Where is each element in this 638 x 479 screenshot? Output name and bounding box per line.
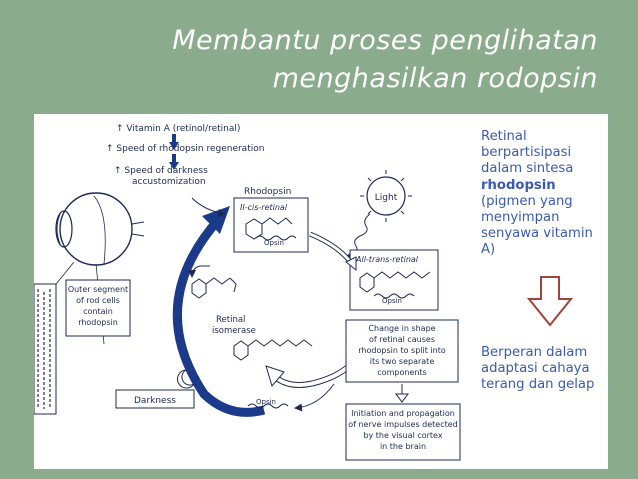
outer-segment-box <box>65 279 131 337</box>
init-line-3: by the visual cortex <box>363 431 442 440</box>
isomerase-molecule-structure <box>191 277 237 299</box>
down-arrow-1-head <box>169 142 179 150</box>
title-line-1: Membantu proses penglihatan <box>172 25 598 56</box>
initiation-box <box>345 403 461 461</box>
rhodopsin-molecule-structure <box>245 217 297 241</box>
change-line-1: Change in shape <box>368 324 435 333</box>
diagram-panel: ↑ Vitamin A (retinol/retinal) ↑ Speed of… <box>33 114 608 469</box>
down-arrow-initiation <box>395 384 409 403</box>
all-trans-retinal-label: All-trans-retinal <box>355 255 419 264</box>
opsin-bottom-structure <box>247 403 289 409</box>
down-arrow-icon <box>527 276 573 327</box>
outer-segment-line-4: rhodopsin <box>78 318 118 327</box>
visual-cycle-diagram: ↑ Vitamin A (retinol/retinal) ↑ Speed of… <box>33 124 461 461</box>
blue-cycle-arrow <box>172 216 266 417</box>
init-line-2: of nerve impulses detected <box>348 420 458 429</box>
side-text-2: Berperan dalam adaptasi cahaya terang da… <box>481 345 595 393</box>
isomerase-arrow <box>188 265 210 278</box>
change-line-3: rhodopsin to split into <box>358 346 446 355</box>
light-sun-icon <box>360 170 412 222</box>
light-wave-arrow <box>346 213 371 258</box>
change-line-2: of retinal causes <box>369 335 435 344</box>
all-trans-molecule-structure <box>359 271 431 299</box>
down-arrow-2-head <box>169 162 179 170</box>
trans-molecule-lower <box>233 339 313 361</box>
outline-arrow-to-all-trans <box>309 231 355 266</box>
change-in-shape-box <box>345 319 459 383</box>
rod-cells-illustration <box>33 283 57 415</box>
rhodopsin-label: Rhodopsin <box>244 187 291 197</box>
arrow-to-rhodopsin <box>191 197 226 217</box>
slide-title: Membantu proses penglihatan menghasilkan… <box>78 22 598 98</box>
eye-illustration <box>55 192 145 266</box>
init-line-1: Initiation and propagation <box>351 409 455 418</box>
cis-retinal-label: II-cis-retinal <box>240 203 288 212</box>
retinal-isomerase-label-1: Retinal <box>216 315 245 325</box>
title-line-2: menghasilkan rodopsin <box>272 63 598 94</box>
arrow-to-opsin-bottom <box>294 383 335 412</box>
light-label: Light <box>375 193 398 203</box>
side-text-1-pre: Retinal berpartisipasi dalam sintesa <box>481 129 574 177</box>
all-trans-opsin-label: Opsin <box>382 297 402 305</box>
side-text-1: Retinal berpartisipasi dalam sintesa rho… <box>481 129 606 259</box>
darkness-label: Darkness <box>134 396 176 406</box>
legend-darkness-speed-b: accustomization <box>132 177 206 187</box>
legend-rhodopsin-regeneration: ↑ Speed of rhodopsin regeneration <box>106 144 264 154</box>
outer-segment-line-1: Outer segment <box>68 285 128 294</box>
legend-vitamin-a: ↑ Vitamin A (retinol/retinal) <box>116 124 240 134</box>
rhodopsin-opsin-label: Opsin <box>264 239 284 247</box>
all-trans-retinal-box <box>349 249 439 311</box>
retinal-isomerase-label-2: isomerase <box>212 326 256 336</box>
outer-segment-line-2: of rod cells <box>76 296 120 305</box>
outer-segment-line-3: contain <box>83 307 113 316</box>
legend-darkness-speed-a: ↑ Speed of darkness <box>114 166 208 176</box>
change-line-5: components <box>377 368 426 377</box>
opsin-bottom-label: Opsin <box>256 398 276 406</box>
darkness-box <box>115 389 195 409</box>
change-line-4: its two separate <box>370 357 435 366</box>
side-text-1-post: (pigmen yang menyimpan senyawa vitamin A… <box>481 193 593 258</box>
side-text-1-bold: rhodopsin <box>481 177 556 193</box>
moon-icon <box>177 369 195 389</box>
init-line-4: in the brain <box>380 442 426 451</box>
